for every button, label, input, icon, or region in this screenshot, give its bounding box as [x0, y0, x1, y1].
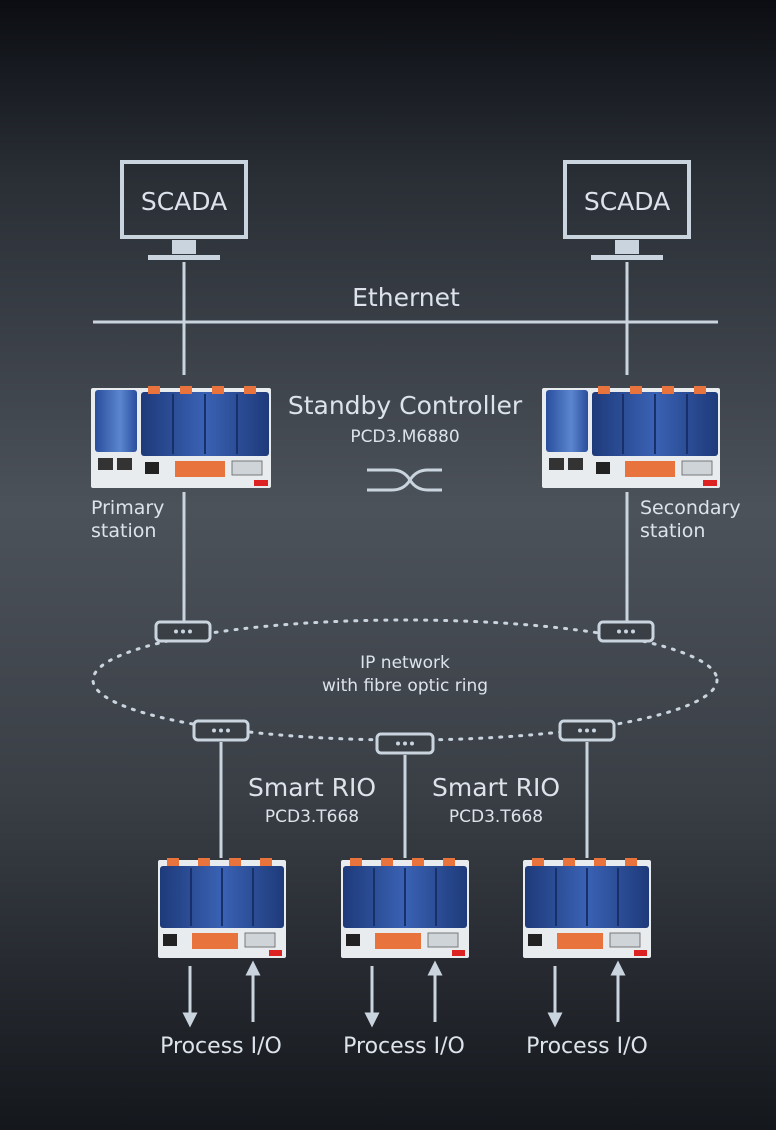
io-arrows-left: [182, 960, 261, 1028]
switch-top-left: [154, 620, 212, 643]
scada-label-right: SCADA: [584, 187, 670, 216]
secondary-controller: [542, 386, 720, 488]
rio-right-title: Smart RIO: [432, 773, 560, 802]
scada-monitor-right: SCADA: [563, 160, 691, 260]
ethernet-label: Ethernet: [352, 283, 460, 312]
switch-top-right: [597, 620, 655, 643]
process-io-mid: Process I/O: [343, 1034, 465, 1059]
network-line1: IP network: [360, 653, 450, 673]
fibre-optic-ring: [91, 618, 719, 742]
process-io-left: Process I/O: [160, 1034, 282, 1059]
rio-left-title: Smart RIO: [248, 773, 376, 802]
scada-monitor-left: SCADA: [120, 160, 248, 260]
rio-right-model: PCD3.T668: [449, 807, 543, 827]
standby-title: Standby Controller: [288, 391, 523, 420]
smart-rio-module-left: [158, 858, 286, 958]
smart-rio-module-mid: [341, 858, 469, 958]
switch-bottom-left: [192, 719, 250, 742]
primary-controller: [91, 386, 271, 488]
standby-model: PCD3.M6880: [350, 427, 459, 447]
switch-bottom-mid: [375, 732, 435, 755]
secondary-line2: station: [640, 520, 705, 542]
secondary-line1: Secondary: [640, 497, 741, 519]
io-arrows-mid: [364, 960, 443, 1028]
scada-label-left: SCADA: [141, 187, 227, 216]
rio-left-model: PCD3.T668: [265, 807, 359, 827]
network-line2: with fibre optic ring: [322, 676, 488, 696]
primary-line2: station: [91, 520, 156, 542]
sync-link-icon: [367, 468, 442, 492]
process-io-right: Process I/O: [526, 1034, 648, 1059]
io-arrows-right: [547, 960, 626, 1028]
smart-rio-module-right: [523, 858, 651, 958]
primary-line1: Primary: [91, 497, 164, 519]
switch-bottom-right: [558, 719, 616, 742]
